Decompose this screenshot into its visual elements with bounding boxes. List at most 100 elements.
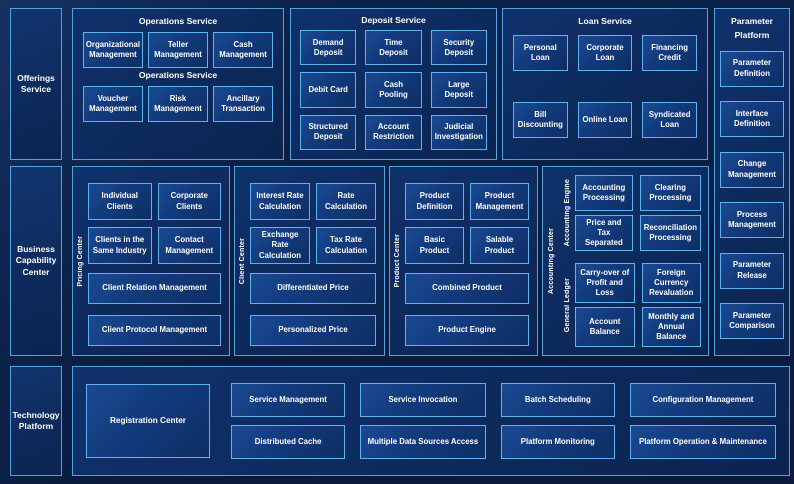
accounting-item: Account Balance (575, 307, 635, 347)
parameter-item: Process Management (720, 202, 784, 238)
general-ledger-strip: General Ledger (560, 263, 575, 347)
loan-item: Syndicated Loan (642, 102, 697, 138)
loan-service-panel: Loan Service Personal Loan Corporate Loa… (502, 8, 708, 160)
client-center-content: Interest Rate Calculation Rate Calculati… (250, 167, 384, 355)
accounting-item: Foreign Currency Revaluation (641, 263, 701, 303)
tech-item: Service Invocation (360, 383, 486, 417)
product-center-content: Product Definition Product Management Ba… (405, 167, 537, 355)
sidebar-technology-platform: Technology Platform (10, 366, 62, 476)
deposit-item: Large Deposit (430, 72, 487, 108)
accounting-engine-label: Accounting Engine (564, 179, 571, 247)
business-capability-center-label: Business Capability Center (15, 243, 57, 277)
pricing-grid: Individual Clients Corporate Clients Cli… (88, 183, 221, 264)
accounting-engine-strip: Accounting Engine (560, 175, 575, 251)
client-item: Exchange Rate Calculation (250, 227, 310, 264)
client-item: Interest Rate Calculation (250, 183, 310, 220)
product-center-strip: Product Center (390, 167, 405, 355)
product-item: Product Engine (405, 315, 529, 346)
sidebar-business-capability-center: Business Capability Center (10, 166, 62, 356)
loan-grid: Personal Loan Corporate Loan Financing C… (513, 35, 697, 138)
operations-service-panel: Operations Service Organizational Manage… (72, 8, 284, 160)
tech-item: Configuration Management (629, 383, 776, 417)
operations-service-title: Operations Service (138, 16, 218, 26)
client-center-label: Client Center (239, 237, 246, 285)
loan-item: Financing Credit (642, 35, 697, 71)
pricing-center-label: Pricing Center (77, 235, 84, 287)
loan-item: Personal Loan (513, 35, 568, 71)
client-item: Personalized Price (250, 315, 376, 346)
registration-center-box: Registration Center (86, 384, 210, 458)
parameter-platform-title: Parameter Platform (730, 16, 774, 40)
parameter-platform-panel: Parameter Platform Parameter Definition … (714, 8, 790, 356)
deposit-item: Structured Deposit (300, 114, 357, 150)
pricing-center-content: Individual Clients Corporate Clients Cli… (88, 167, 229, 355)
client-center-panel: Client Center Interest Rate Calculation … (234, 166, 385, 356)
accounting-center-strip: Accounting Center (543, 175, 560, 347)
pricing-center-panel: Pricing Center Individual Clients Corpor… (72, 166, 230, 356)
accounting-center-label: Accounting Center (548, 227, 555, 294)
tech-item: Multiple Data Sources Access (360, 425, 486, 459)
general-ledger-group: General Ledger Carry-over of Profit and … (560, 263, 701, 347)
operations-item: Ancillary Transaction (213, 86, 273, 122)
operations-item: Voucher Management (83, 86, 143, 122)
operations-item: Risk Management (148, 86, 208, 122)
tech-item: Platform Operation & Maintenance (629, 425, 776, 459)
accounting-item: Reconciliation Processing (639, 215, 701, 251)
deposit-item: Security Deposit (430, 30, 487, 66)
parameter-item: Change Management (720, 151, 784, 188)
operations-item: Teller Management (148, 32, 208, 68)
technology-grid: Service Management Service Invocation Ba… (231, 383, 776, 459)
deposit-item: Demand Deposit (300, 30, 357, 66)
pricing-item: Clients in the Same Industry (88, 227, 152, 264)
tech-item: Distributed Cache (231, 425, 346, 459)
accounting-center-panel: Accounting Center Accounting Engine Acco… (542, 166, 709, 356)
loan-item: Bill Discounting (513, 102, 568, 138)
operations-row-1: Organizational Management Teller Managem… (83, 32, 273, 68)
parameter-item: Parameter Definition (720, 50, 784, 87)
operations-item: Organizational Management (83, 32, 143, 68)
general-ledger-label: General Ledger (564, 277, 571, 333)
accounting-item: Carry-over of Profit and Loss (575, 263, 635, 303)
pricing-item: Corporate Clients (157, 183, 221, 220)
client-center-strip: Client Center (235, 167, 250, 355)
deposit-service-panel: Deposit Service Demand Deposit Time Depo… (290, 8, 497, 160)
accounting-item: Clearing Processing (639, 175, 701, 211)
client-item: Tax Rate Calculation (316, 227, 376, 264)
accounting-item: Price and Tax Separated (575, 215, 633, 251)
product-item: Product Definition (405, 183, 464, 220)
deposit-service-title: Deposit Service (361, 15, 426, 25)
accounting-engine-group: Accounting Engine Accounting Processing … (560, 175, 701, 251)
loan-item: Online Loan (577, 102, 633, 138)
parameter-item: Parameter Release (720, 252, 784, 289)
loan-item: Corporate Loan (577, 35, 633, 71)
deposit-item: Account Restriction (365, 114, 422, 150)
pricing-item: Individual Clients (88, 183, 152, 220)
parameter-item: Parameter Comparison (720, 303, 784, 339)
accounting-engine-grid: Accounting Processing Clearing Processin… (575, 175, 701, 251)
product-center-label: Product Center (394, 234, 401, 288)
technology-platform-panel: Registration Center Service Management S… (72, 366, 790, 476)
loan-service-title: Loan Service (578, 16, 632, 26)
tech-item: Batch Scheduling (500, 383, 615, 417)
operations-row-2: Voucher Management Risk Management Ancil… (83, 86, 273, 122)
product-grid: Product Definition Product Management Ba… (405, 183, 529, 264)
accounting-item: Monthly and Annual Balance (641, 307, 701, 347)
deposit-item: Debit Card (300, 72, 357, 108)
general-ledger-grid: Carry-over of Profit and Loss Foreign Cu… (575, 263, 701, 347)
tech-item: Platform Monitoring (500, 425, 615, 459)
deposit-item: Judicial Investigation (430, 114, 487, 150)
deposit-grid: Demand Deposit Time Deposit Security Dep… (300, 30, 487, 150)
product-item: Basic Product (405, 227, 464, 264)
tech-item: Service Management (231, 383, 346, 417)
operations-item: Cash Management (213, 32, 273, 68)
parameter-item: Interface Definition (720, 101, 784, 137)
product-item: Salable Product (470, 227, 529, 264)
deposit-item: Time Deposit (365, 30, 422, 66)
pricing-item: Client Protocol Management (88, 315, 221, 346)
sidebar-offerings-service: Offerings Service (10, 8, 62, 160)
accounting-center-content: Accounting Engine Accounting Processing … (560, 175, 701, 347)
client-grid: Interest Rate Calculation Rate Calculati… (250, 183, 376, 264)
product-item: Combined Product (405, 273, 529, 304)
offerings-service-label: Offerings Service (17, 72, 55, 94)
